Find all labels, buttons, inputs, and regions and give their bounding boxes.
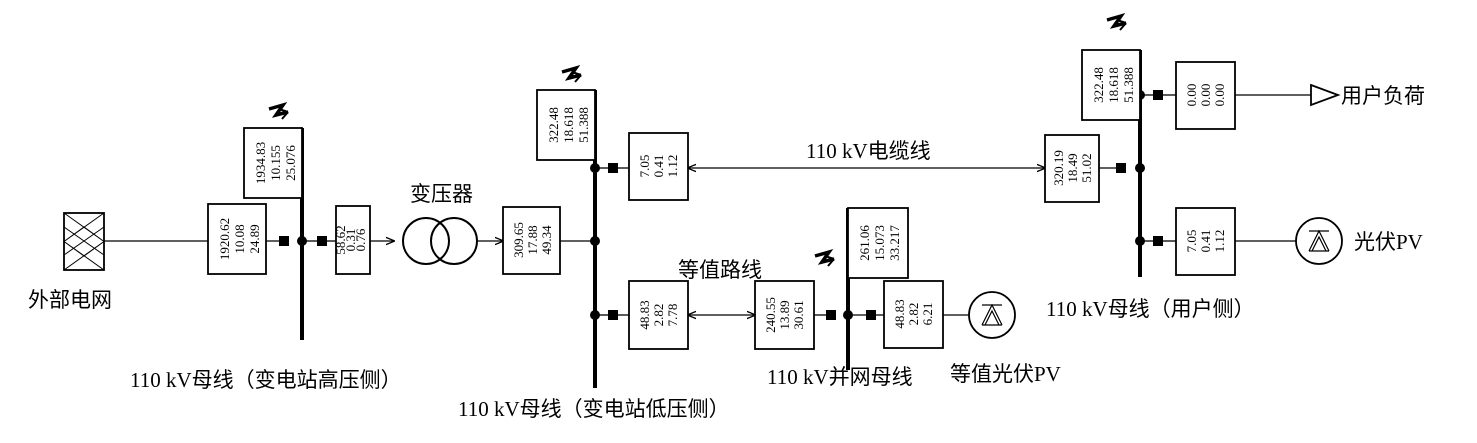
svg-text:10.08: 10.08 — [232, 224, 247, 253]
external-grid-symbol — [63, 212, 105, 271]
value-box: 320.19 18.49 51.02 — [1044, 134, 1100, 203]
svg-text:51.388: 51.388 — [1121, 67, 1136, 103]
node-user-cable — [1135, 163, 1145, 173]
node-lv-transformer — [590, 236, 600, 246]
svg-text:1920.62: 1920.62 — [217, 218, 232, 260]
value-box: 48.83 2.82 6.21 — [883, 280, 944, 349]
svg-text:0.31: 0.31 — [343, 229, 358, 252]
user-load-label: 用户负荷 — [1341, 84, 1425, 108]
breaker-lv-equiv — [608, 310, 618, 320]
bus-lv-label: 110 kV母线（变电站低压侧） — [458, 397, 730, 421]
breaker-user-cable — [1116, 163, 1126, 173]
load-triangle-icon — [1310, 83, 1341, 107]
svg-text:7.05: 7.05 — [637, 155, 652, 178]
breaker-grid-out — [866, 310, 876, 320]
svg-text:17.88: 17.88 — [525, 225, 540, 254]
svg-text:240.55: 240.55 — [763, 297, 778, 333]
svg-text:1.12: 1.12 — [665, 155, 680, 178]
transformer-symbol — [402, 217, 478, 265]
value-box: 7.05 0.41 1.12 — [1175, 207, 1236, 276]
svg-text:24.89: 24.89 — [247, 224, 262, 253]
fault-icon-lv — [560, 66, 583, 84]
svg-text:25.076: 25.076 — [283, 145, 298, 181]
svg-text:0.00: 0.00 — [1198, 84, 1213, 107]
value-box: 322.48 18.618 51.388 — [536, 89, 596, 161]
svg-text:48.83: 48.83 — [637, 300, 652, 329]
breaker-grid-in — [826, 310, 836, 320]
svg-text:10.155: 10.155 — [268, 145, 283, 181]
pv-symbol — [1295, 217, 1343, 265]
svg-text:49.34: 49.34 — [539, 225, 554, 255]
transformer-label: 变压器 — [410, 182, 473, 206]
svg-text:51.02: 51.02 — [1079, 153, 1094, 182]
svg-text:261.06: 261.06 — [857, 225, 872, 261]
svg-text:30.61: 30.61 — [791, 300, 806, 329]
svg-text:322.48: 322.48 — [1091, 67, 1106, 103]
svg-text:322.48: 322.48 — [546, 107, 561, 143]
value-box: 0.00 0.00 0.00 — [1175, 61, 1236, 130]
svg-text:320.19: 320.19 — [1051, 150, 1066, 186]
pv-label: 光伏PV — [1354, 230, 1423, 254]
value-box: 48.83 2.82 7.78 — [628, 280, 689, 350]
value-box: 240.55 13.89 30.61 — [754, 280, 815, 350]
svg-text:18.618: 18.618 — [561, 107, 576, 143]
svg-text:2.82: 2.82 — [651, 304, 666, 327]
value-box: 1920.62 10.08 24.89 — [207, 203, 267, 275]
fault-icon-grid — [813, 250, 836, 268]
value-box: 58.62 0.31 0.76 — [333, 205, 371, 275]
svg-text:309.65: 309.65 — [511, 222, 526, 258]
svg-text:0.76: 0.76 — [353, 228, 368, 251]
value-box: 322.48 18.618 51.388 — [1081, 49, 1141, 121]
svg-text:15.073: 15.073 — [872, 225, 887, 261]
svg-text:7.78: 7.78 — [665, 304, 680, 327]
breaker-user-load — [1153, 90, 1163, 100]
value-box: 309.65 17.88 49.34 — [502, 206, 561, 275]
svg-text:13.89: 13.89 — [777, 300, 792, 329]
value-box: 7.05 0.41 1.12 — [628, 132, 689, 201]
equiv-line-label: 等值路线 — [678, 258, 762, 282]
svg-text:0.00: 0.00 — [1212, 84, 1227, 107]
svg-text:58.62: 58.62 — [333, 225, 348, 254]
breaker-user-pv — [1153, 236, 1163, 246]
equiv-pv-label: 等值光伏PV — [950, 362, 1061, 386]
svg-text:33.217: 33.217 — [887, 225, 902, 261]
svg-text:48.83: 48.83 — [892, 299, 907, 328]
svg-text:7.05: 7.05 — [1184, 230, 1199, 253]
value-box: 1934.83 10.155 25.076 — [243, 127, 303, 199]
breaker-hv-out — [317, 236, 327, 246]
svg-text:2.82: 2.82 — [906, 303, 921, 326]
svg-text:18.618: 18.618 — [1106, 67, 1121, 103]
svg-text:6.21: 6.21 — [920, 303, 935, 326]
svg-text:0.00: 0.00 — [1184, 84, 1199, 107]
breaker-hv-in — [279, 236, 289, 246]
equiv-pv-symbol — [968, 291, 1016, 339]
svg-text:1.12: 1.12 — [1212, 230, 1227, 253]
bus-user-label: 110 kV母线（用户侧） — [1046, 297, 1255, 321]
svg-text:0.41: 0.41 — [1198, 230, 1213, 253]
fault-icon-hv — [267, 103, 290, 121]
bus-grid-label: 110 kV并网母线 — [767, 365, 913, 389]
cable-line-label: 110 kV电缆线 — [806, 139, 931, 163]
svg-text:1934.83: 1934.83 — [253, 142, 268, 184]
svg-text:0.41: 0.41 — [651, 155, 666, 178]
external-grid-label: 外部电网 — [28, 288, 112, 312]
svg-text:51.388: 51.388 — [576, 107, 591, 143]
bus-hv-label: 110 kV母线（变电站高压侧） — [130, 368, 402, 392]
breaker-lv-cable — [608, 163, 618, 173]
value-box: 261.06 15.073 33.217 — [847, 207, 909, 279]
svg-text:18.49: 18.49 — [1065, 153, 1080, 182]
fault-icon-user — [1105, 14, 1128, 32]
